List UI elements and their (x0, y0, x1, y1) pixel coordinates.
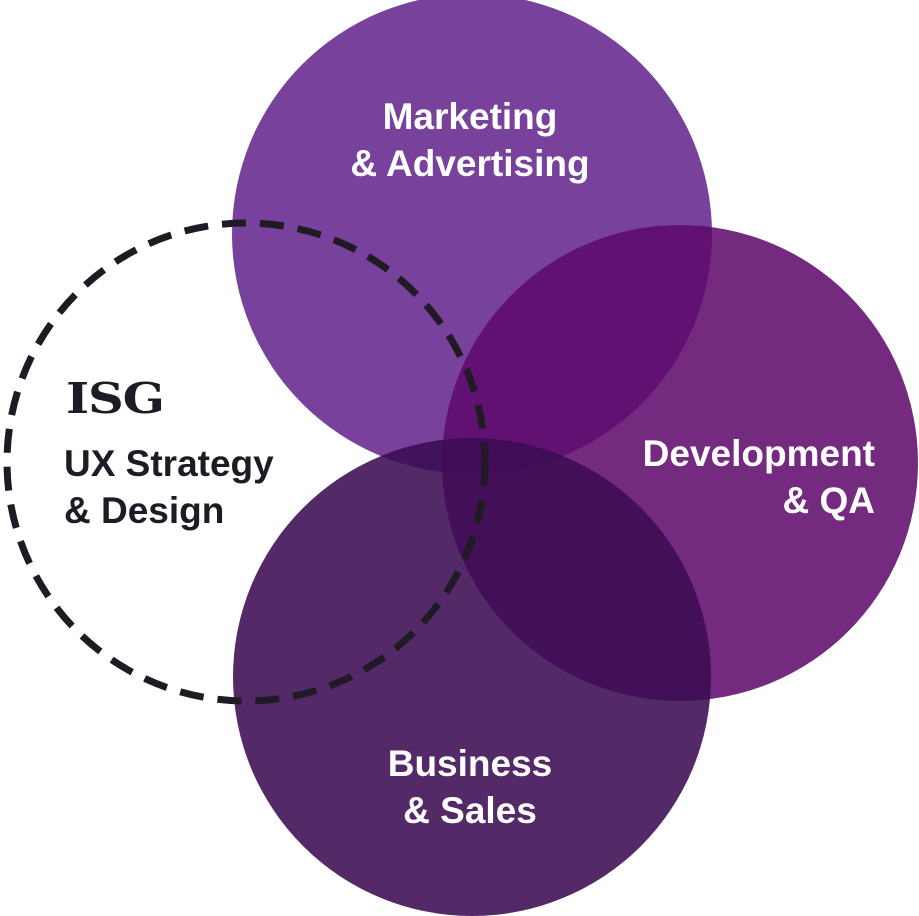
marketing-label: Marketing & Advertising (240, 93, 700, 187)
ux-label-line-2: & Design (64, 490, 225, 531)
ux-label-line-1: UX Strategy (64, 443, 274, 484)
ux-label: UX Strategy & Design (64, 440, 274, 534)
business-label-line-2: & Sales (403, 790, 537, 831)
business-label-line-1: Business (387, 743, 553, 784)
business-label: Business & Sales (240, 740, 700, 834)
business-circle (233, 438, 711, 916)
isg-logo: ISG (66, 374, 165, 423)
development-label-line-1: Development (642, 433, 875, 474)
development-label: Development & QA (643, 430, 875, 524)
marketing-label-line-2: & Advertising (350, 143, 590, 184)
marketing-label-line-1: Marketing (382, 96, 558, 137)
ux-dashed-circle (3, 219, 489, 705)
development-label-line-2: & QA (782, 480, 876, 521)
